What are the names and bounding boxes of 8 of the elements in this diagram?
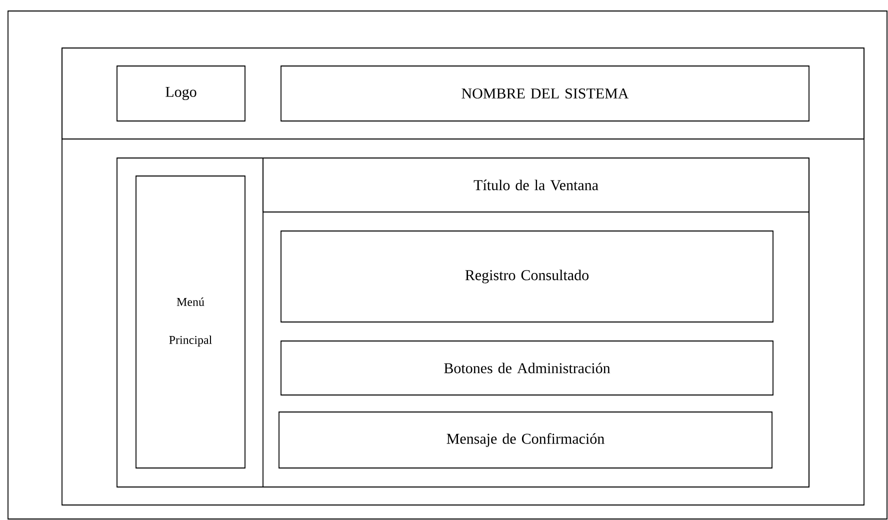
menu-box: Menú Principal [136, 176, 246, 468]
window-title-band: Título de la Ventana [262, 158, 810, 212]
message-box: Mensaje de Confirmación [278, 412, 772, 468]
button-bar: Botones de Administración [280, 340, 774, 396]
title-box: NOMBRE DEL SISTEMA [280, 66, 810, 122]
header-box: Logo [116, 66, 246, 122]
header-band [62, 48, 864, 140]
record-box: Registro Consultado [280, 230, 774, 322]
